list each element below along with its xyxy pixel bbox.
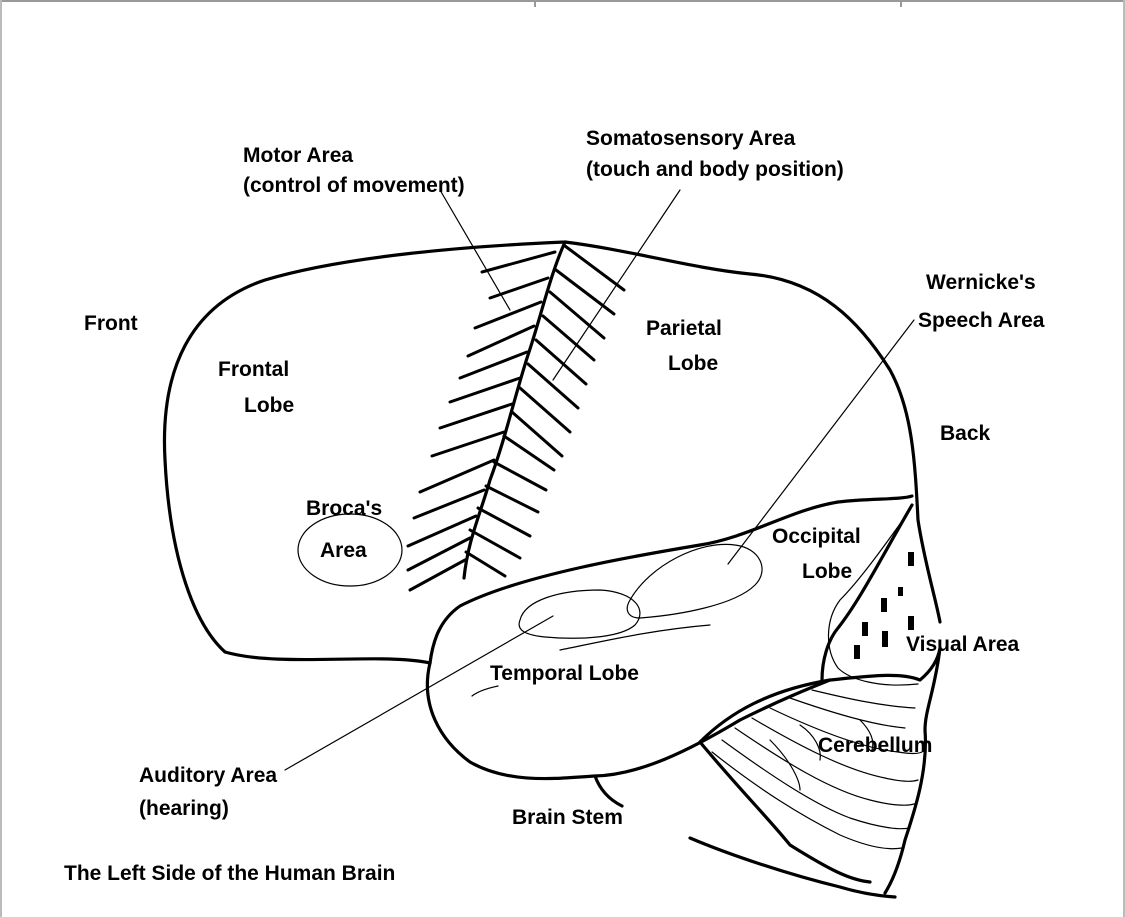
frontal-lobe-label: Frontal (218, 358, 289, 381)
motor-hatching (408, 252, 555, 590)
back-label: Back (940, 422, 991, 445)
occipital-lobe-sublabel: Lobe (802, 560, 852, 583)
auditory-area-sublabel: (hearing) (139, 797, 229, 820)
front-label: Front (84, 312, 138, 335)
motor-area-label: Motor Area (243, 144, 353, 167)
parietal-lobe-sublabel: Lobe (668, 352, 718, 375)
cerebellum-label: Cerebellum (818, 734, 932, 757)
occipital-lobe-label: Occipital (772, 525, 861, 548)
cerebrum-outline (164, 242, 940, 663)
cerebellum-folia (712, 690, 922, 849)
broca-area-sublabel: Area (320, 539, 367, 562)
wernicke-label: Wernicke's (926, 271, 1036, 294)
visual-area-marks (854, 552, 914, 659)
diagram-caption: The Left Side of the Human Brain (64, 862, 395, 885)
brain-stem-label: Brain Stem (512, 806, 623, 829)
temporal-lobe-label: Temporal Lobe (490, 662, 639, 685)
motor-area-sublabel: (control of movement) (243, 174, 465, 197)
brain-stem (595, 776, 622, 806)
somatosensory-area-sublabel: (touch and body position) (586, 158, 844, 181)
somatosensory-area-label: Somatosensory Area (586, 127, 796, 150)
parietal-lobe-label: Parietal (646, 317, 722, 340)
broca-area-label: Broca's (306, 497, 382, 520)
wernicke-sublabel: Speech Area (918, 309, 1045, 332)
visual-area-label: Visual Area (906, 633, 1020, 656)
frontal-lobe-sublabel: Lobe (244, 394, 294, 417)
auditory-area-label: Auditory Area (139, 764, 277, 787)
auditory-region (519, 590, 640, 638)
